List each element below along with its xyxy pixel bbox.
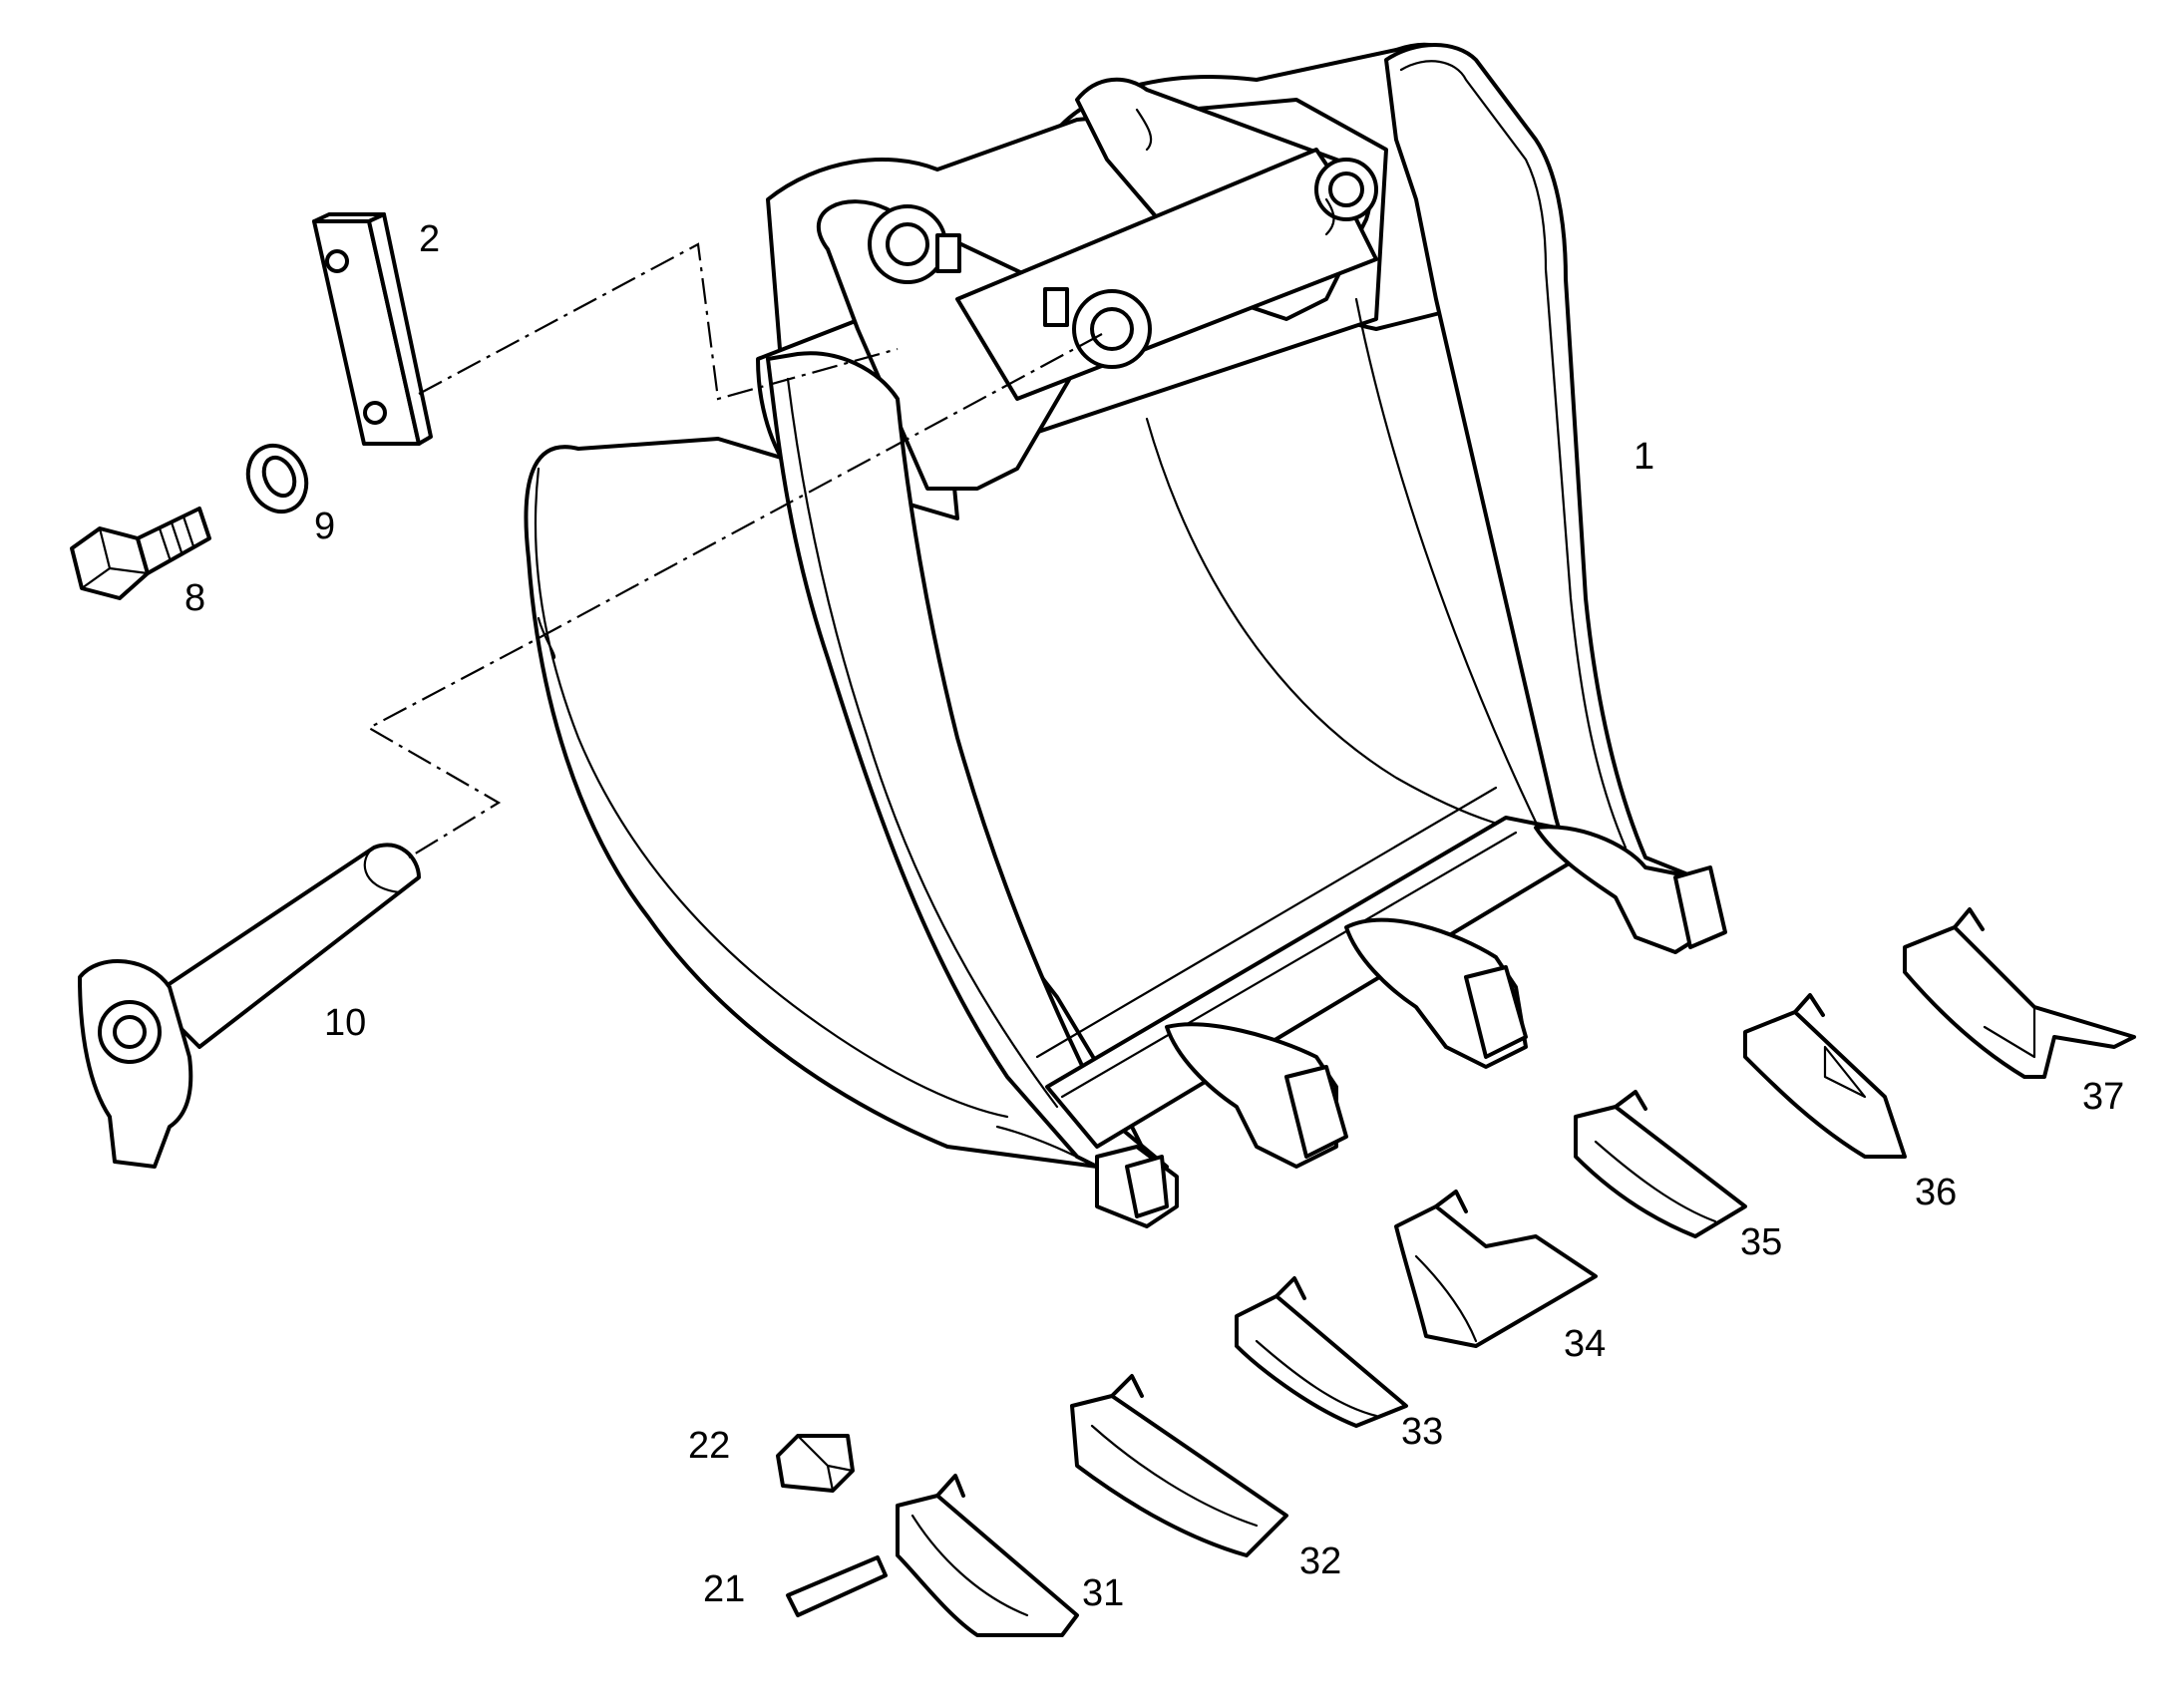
assembly-centerlines [366,242,1103,858]
callout-10: 10 [324,1002,366,1044]
callout-32: 32 [1299,1540,1341,1582]
callout-31: 31 [1082,1572,1124,1614]
callout-36: 36 [1915,1172,1957,1213]
tooth-part-35 [1574,1090,1747,1238]
callout-9: 9 [314,506,335,547]
tooth-part-33 [1235,1276,1408,1428]
tooth-part-37 [1903,907,2136,1079]
tooth-part-34 [1394,1190,1598,1348]
callout-2: 2 [419,218,440,260]
callout-33: 33 [1401,1411,1443,1453]
bolt-part-8 [70,507,211,600]
callout-35: 35 [1740,1221,1782,1263]
lock-plate-part-2 [312,212,433,446]
washer-part-9 [245,443,309,514]
callout-labels: 1 2 8 9 10 21 22 31 32 33 34 35 36 37 [184,218,2124,1614]
callout-21: 21 [703,1568,745,1610]
tooth-part-32 [1070,1374,1288,1557]
callout-8: 8 [184,577,205,619]
tooth-adapter-mid-2 [1344,917,1528,1069]
bucket-part-1 [524,42,1727,1228]
tooth-adapter-mid-1 [1165,1022,1348,1169]
tooth-part-31 [896,1474,1079,1637]
tooth-adapter-left [995,1125,1179,1228]
callout-1: 1 [1634,436,1654,478]
callout-37: 37 [2082,1076,2124,1118]
retainer-pin-part-21 [786,1555,888,1617]
retainer-block-part-22 [776,1434,855,1493]
pin-part-10 [78,843,421,1169]
callout-22: 22 [688,1425,730,1467]
callout-34: 34 [1564,1323,1606,1365]
tooth-adapter-right [1534,825,1727,954]
tooth-part-36 [1743,993,1907,1159]
